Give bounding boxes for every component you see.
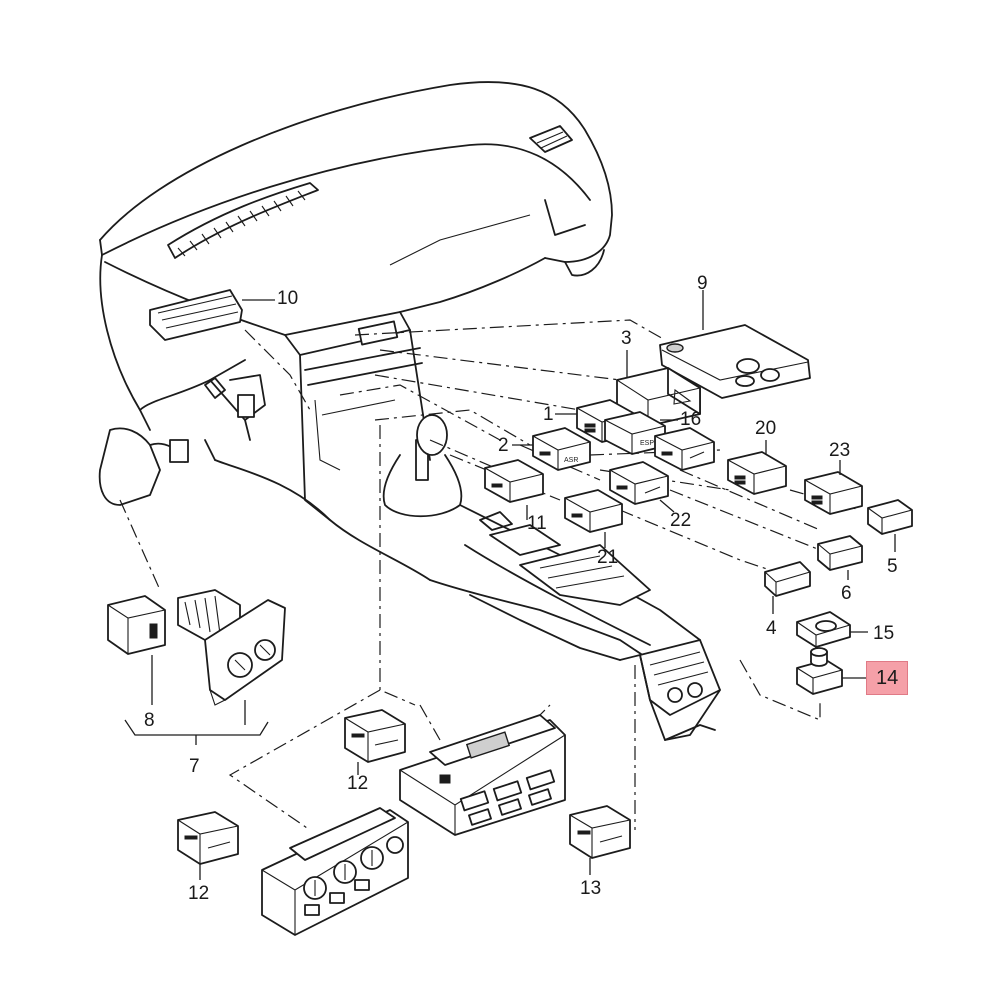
callout-21: 21 <box>597 547 619 568</box>
callout-8: 8 <box>144 710 155 731</box>
part-3-hazard-switch <box>616 350 701 427</box>
part-6-blanking-cap <box>817 535 863 580</box>
callout-20: 20 <box>755 418 777 439</box>
callout-22: 22 <box>670 510 692 531</box>
callout-11: 11 <box>527 513 547 534</box>
svg-text:ASR: ASR <box>564 457 578 464</box>
callout-1: 1 <box>543 404 554 425</box>
callout-9: 9 <box>697 273 708 294</box>
part-12-upper-module <box>344 709 406 775</box>
callout-5: 5 <box>887 556 898 577</box>
callout-16: 16 <box>680 409 702 430</box>
part-12-lower-module <box>177 811 239 880</box>
part-14-rotary-knob <box>796 647 866 695</box>
part-10-air-vent <box>149 289 275 341</box>
part-23-switch <box>804 460 863 515</box>
part-5-blanking-cap <box>867 499 913 552</box>
part-7-8-light-switch-assembly <box>107 589 286 745</box>
climate-control-panel-lower <box>261 807 409 936</box>
part-11-switch <box>484 459 544 520</box>
part-15-switch-housing <box>796 611 868 648</box>
callout-15: 15 <box>873 623 895 644</box>
callout-12-upper: 12 <box>347 773 369 794</box>
center-console <box>204 311 721 741</box>
part-22-switch <box>609 461 675 513</box>
part-9-ashtray <box>659 290 811 399</box>
part-16-esp-switch: ESP <box>604 411 678 455</box>
dashboard <box>98 81 613 506</box>
callout-7: 7 <box>189 756 200 777</box>
callout-2: 2 <box>498 435 509 456</box>
callout-4: 4 <box>766 618 777 639</box>
callout-23: 23 <box>829 440 851 461</box>
part-13-module <box>569 805 631 875</box>
callout-12-lower: 12 <box>188 883 210 904</box>
part-4-blanking-cap <box>764 561 811 614</box>
part-2-asr-switch: ASR <box>512 427 591 471</box>
assembly-lines <box>119 319 861 831</box>
callout-6: 6 <box>841 583 852 604</box>
callout-13: 13 <box>580 878 602 899</box>
callout-3: 3 <box>621 328 632 349</box>
part-20b-switch <box>727 440 787 495</box>
part-21-switch <box>564 489 623 548</box>
part-20-switch <box>654 427 715 471</box>
callout-14-highlighted: 14 <box>866 661 909 695</box>
callout-10: 10 <box>277 288 299 309</box>
climate-control-panel-upper <box>399 714 566 836</box>
svg-text:ESP: ESP <box>640 440 654 447</box>
